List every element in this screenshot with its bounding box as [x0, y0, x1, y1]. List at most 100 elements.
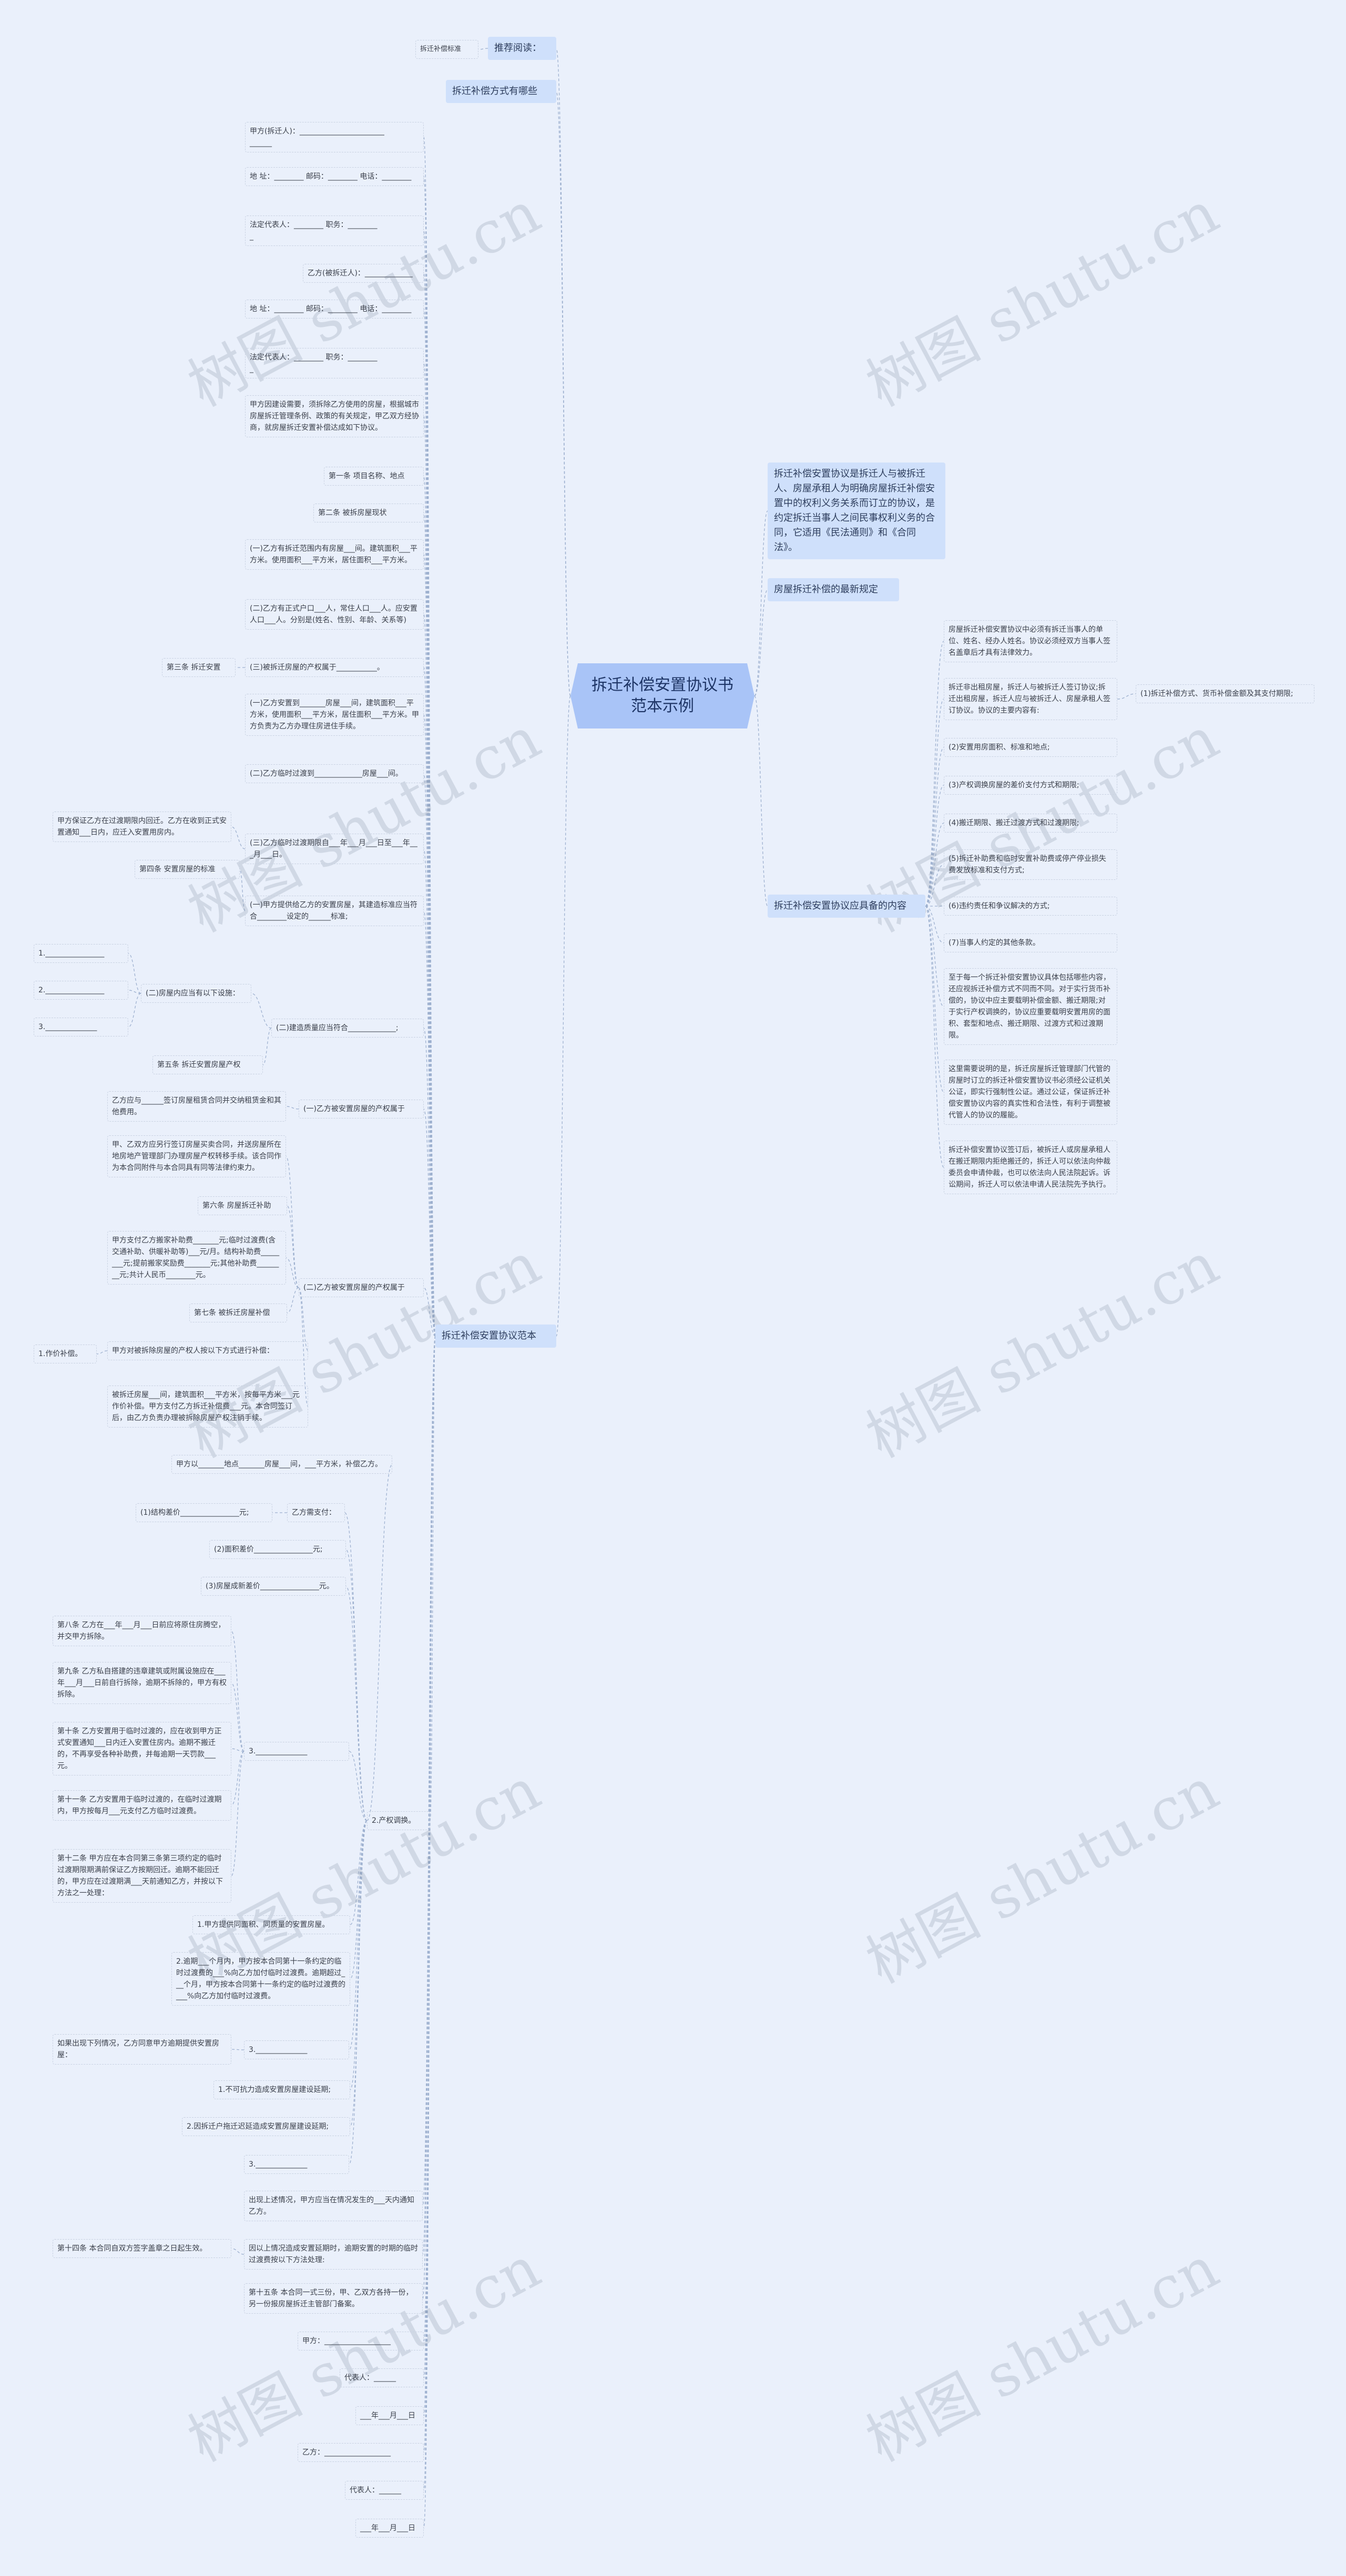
connector-line	[423, 1336, 436, 2491]
article-7[interactable]: 第七条 被拆迁房屋补偿	[189, 1304, 287, 1322]
blank-item[interactable]: 3.______________	[34, 1018, 128, 1036]
header-item[interactable]: 第一条 项目名称、地点	[324, 467, 424, 486]
article-7-first[interactable]: 1.作价补偿。	[34, 1345, 97, 1363]
header-item[interactable]: 乙方(被拆迁人)：_____________	[303, 264, 424, 283]
article-7-item[interactable]: 甲方以_______地点_______房屋___间，___平方米，补偿乙方。	[171, 1455, 392, 1474]
article-4[interactable]: 第四条 安置房屋的标准	[135, 860, 240, 879]
header-item[interactable]: 第二条 被拆房屋现状	[313, 504, 424, 522]
article-3-item[interactable]: (一)乙方有拆迁范围内有房屋___间。建筑面积___平方米。使用面积___平方米…	[245, 539, 424, 570]
blank-item[interactable]: 2.________________	[34, 981, 128, 1000]
content-item[interactable]: (4)搬迁期限、搬迁过渡方式和过渡期限;	[944, 814, 1117, 833]
article-15[interactable]: 第十五条 本合同一式三份，甲、乙双方各持一份，另一份报房屋拆迁主管部门备案。	[244, 2283, 423, 2314]
article-13-tail[interactable]: 出现上述情况，甲方应当在情况发生的___天内通知乙方。	[244, 2191, 423, 2221]
signature-line[interactable]: 甲方：__________________	[298, 2332, 424, 2351]
article-6-note[interactable]: 甲方支付乙方搬家补助费_______元;临时过渡费(含交通补助、供暖补助等)__…	[107, 1231, 286, 1285]
signature-line[interactable]: ___年___月___日	[355, 2519, 424, 2538]
article-6[interactable]: 第六条 房屋拆迁补助	[198, 1196, 287, 1215]
content-item[interactable]: 拆迁补偿安置协议签订后，被拆迁人或房屋承租人在搬迁期限内拒绝搬迁的，拆迁人可以依…	[944, 1141, 1117, 1194]
content-side-item[interactable]: (1)拆迁补偿方式、货币补偿金额及其支付期限;	[1136, 684, 1314, 703]
root-topic[interactable]: 拆迁补偿安置协议书范本示例	[570, 663, 754, 728]
pay-item[interactable]: (1)结构差价________________元;	[136, 1503, 272, 1522]
connector-line	[423, 1336, 436, 2342]
content-item[interactable]: (5)拆迁补助费和临时安置补助费或停产停业损失费发放标准和支付方式;	[944, 849, 1117, 880]
article-14-note[interactable]: 因以上情况造成安置延期时，逾期安置的时期的临时过渡费按以下方法处理:	[244, 2239, 423, 2270]
header-item[interactable]: 法定代表人：________ 职务：________ _	[245, 348, 424, 378]
pay-item[interactable]: (3)房屋成新差价________________元。	[201, 1577, 346, 1596]
article-3-item[interactable]: (三)乙方临时过渡期限自___年___月___日至___年___月___日。	[245, 834, 424, 864]
pay-item[interactable]: (2)面积差价________________元;	[209, 1540, 346, 1559]
signature-line[interactable]: 代表人：______	[345, 2481, 424, 2500]
connector-line	[423, 1109, 436, 1337]
connector-line	[423, 416, 436, 1337]
connector-line	[423, 1336, 436, 2378]
content-topic[interactable]: 拆迁补偿安置协议应具备的内容	[768, 895, 925, 918]
article-3-item[interactable]: (三)被拆迁房屋的产权属于___________。	[245, 658, 424, 677]
content-item[interactable]: (6)违约责任和争议解决的方式;	[944, 897, 1117, 916]
article-12[interactable]: 第十二条 甲方应在本合同第三条第三项约定的临时过渡期限期满前保证乙方按期回迁。逾…	[53, 1849, 231, 1903]
article-12-option[interactable]: 1.甲方提供同面积、同质量的安置房屋。	[192, 1915, 350, 1934]
article-5-option[interactable]: (二)乙方被安置房屋的产权属于	[299, 1278, 424, 1297]
content-item[interactable]: (3)产权调换房屋的差价支付方式和期限;	[944, 776, 1117, 795]
content-item[interactable]: 至于每一个拆迁补偿安置协议具体包括哪些内容，还应视拆迁补偿方式不同而不同。对于实…	[944, 968, 1117, 1045]
content-item[interactable]: 拆迁非出租房屋，拆迁人与被拆迁人签订协议;拆迁出租房屋，拆迁人应与被拆迁人、房屋…	[944, 678, 1117, 720]
recommend-link[interactable]: 拆迁补偿标准	[415, 40, 478, 59]
content-item[interactable]: 房屋拆迁补偿安置协议中必须有拆迁当事人的单位、姓名、经办人姓名。协议必须经双方当…	[944, 620, 1117, 662]
connector-line	[423, 512, 436, 1337]
header-item[interactable]: 地 址：________ 邮码：________ 电话：________	[245, 167, 424, 186]
article-7-item[interactable]: 甲方对被拆除房屋的产权人按以下方式进行补偿：	[107, 1341, 308, 1360]
article-12-option[interactable]: 2.逾期___个月内，甲方按本合同第十一条约定的临时过渡费的___%向乙方加付临…	[171, 1952, 350, 2006]
article-11[interactable]: 第十一条 乙方安置用于临时过渡的，在临时过渡期内，甲方按每月___元支付乙方临时…	[53, 1790, 231, 1821]
article-13-item[interactable]: 1.不可抗力造成安置房屋建设延期;	[213, 2080, 350, 2099]
article-3[interactable]: 第三条 拆迁安置	[162, 658, 236, 677]
latest-rules-topic[interactable]: 房屋拆迁补偿的最新规定	[768, 578, 899, 601]
article-14[interactable]: 第十四条 本合同自双方签字盖章之日起生效。	[53, 2239, 231, 2258]
signature-line[interactable]: 乙方：__________________	[298, 2443, 424, 2462]
recommend-topic[interactable]: 推荐阅读：	[488, 37, 556, 60]
article-5-note[interactable]: 甲、乙双方应另行签订房屋买卖合同，并送房屋所在地房地产管理部门办理房屋产权转移手…	[107, 1135, 286, 1177]
blank-item[interactable]: 1.________________	[34, 944, 128, 963]
article-4-subitem[interactable]: (二)房屋内应当有以下设施：	[141, 984, 251, 1003]
connector-line	[231, 1751, 244, 1876]
exchange-item[interactable]: 2.产权调换。	[367, 1811, 430, 1830]
article-13-item[interactable]: 2.因拆迁户拖迁迟延造成安置房屋建设延期;	[182, 2117, 350, 2136]
template-topic[interactable]: 拆迁补偿安置协议范本	[435, 1325, 556, 1348]
methods-topic[interactable]: 拆迁补偿方式有哪些	[446, 80, 556, 103]
connector-line	[287, 1287, 299, 1313]
connector-line	[231, 1682, 244, 1752]
content-item[interactable]: (2)安置用房面积、标准和地点;	[944, 738, 1117, 757]
article-3-item[interactable]: (一)甲方提供给乙方的安置房屋，其建造标准应当符合________设定的____…	[245, 896, 424, 926]
article-3-item[interactable]: (一)乙方安置到_______房屋___间，建筑面积___平方米，使用面积___…	[245, 694, 424, 736]
article-13-item[interactable]: 3.______________	[244, 2155, 349, 2174]
article-10[interactable]: 第十条 乙方安置用于临时过渡的，应在收到甲方正式安置通知___日内迁入安置住房内…	[53, 1722, 231, 1776]
content-item[interactable]: 这里需要说明的是，拆迁房屋拆迁管理部门代管的房屋时订立的拆迁补偿安置协议书必须经…	[944, 1060, 1117, 1125]
article-5-note[interactable]: 乙方应与______签订房屋租赁合同并交纳租赁金和其他费用。	[107, 1091, 286, 1122]
article-8[interactable]: 第八条 乙方在___年___月___日前应将原住房腾空，并交甲方拆除。	[53, 1616, 231, 1646]
header-item[interactable]: 地 址：________ 邮码：________ 电话：________	[245, 300, 424, 319]
watermark: 树图 shutu.cn	[855, 2233, 1229, 2475]
content-item[interactable]: (7)当事人约定的其他条款。	[944, 933, 1117, 952]
article-5[interactable]: 第五条 拆迁安置房屋产权	[152, 1055, 263, 1074]
connector-line	[423, 714, 436, 1337]
intro-topic[interactable]: 拆迁补偿安置协议是拆迁人与被拆迁人、房屋承租人为明确房屋拆迁补偿安置中的权利义务…	[768, 463, 945, 559]
signature-line[interactable]: ___年___月___日	[355, 2406, 424, 2425]
article-4-quality[interactable]: (二)建造质量应当符合_____________;	[271, 1019, 424, 1038]
article-3-note[interactable]: 甲方保证乙方在过渡期限内回迁。乙方在收到正式安置通知___日内，应迁入安置用房内…	[53, 812, 231, 842]
header-item[interactable]: 法定代表人：________ 职务：________ _	[245, 215, 424, 246]
signature-line[interactable]: 代表人：______	[340, 2368, 424, 2387]
article-5-option[interactable]: (一)乙方被安置房屋的产权属于	[299, 1100, 424, 1118]
connector-line	[925, 641, 944, 907]
header-item[interactable]: 甲方(拆迁人)：_______________________ ______	[245, 122, 424, 152]
connector-line	[423, 1287, 436, 1337]
exchange-blank[interactable]: 3.______________	[244, 1742, 349, 1761]
article-3-item[interactable]: (二)乙方有正式户口___人，常住人口___人。应安置人口___人。分别是(姓名…	[245, 599, 424, 630]
article-9[interactable]: 第九条 乙方私自搭建的违章建筑或附属设施应在___年___月___日前自行拆除，…	[53, 1662, 231, 1704]
connector-line	[556, 91, 571, 696]
article-3-item[interactable]: (二)乙方临时过渡到_____________房屋___间。	[245, 764, 424, 783]
article-7-item[interactable]: 被拆迁房屋___间，建筑面积___平方米，按每平方米___元作价补偿。甲方支付乙…	[107, 1386, 308, 1428]
header-item[interactable]: 甲方因建设需要，须拆除乙方使用的房屋，根据城市房屋拆迁管理条例、政策的有关规定，…	[245, 395, 424, 437]
connector-line	[422, 1336, 436, 2255]
connector-line	[345, 1586, 368, 1821]
article-12-option[interactable]: 3.______________	[244, 2040, 349, 2059]
pay-label[interactable]: 乙方需支付：	[287, 1503, 345, 1522]
article-13-note[interactable]: 如果出现下列情况，乙方同意甲方逾期提供安置房屋：	[53, 2034, 231, 2065]
